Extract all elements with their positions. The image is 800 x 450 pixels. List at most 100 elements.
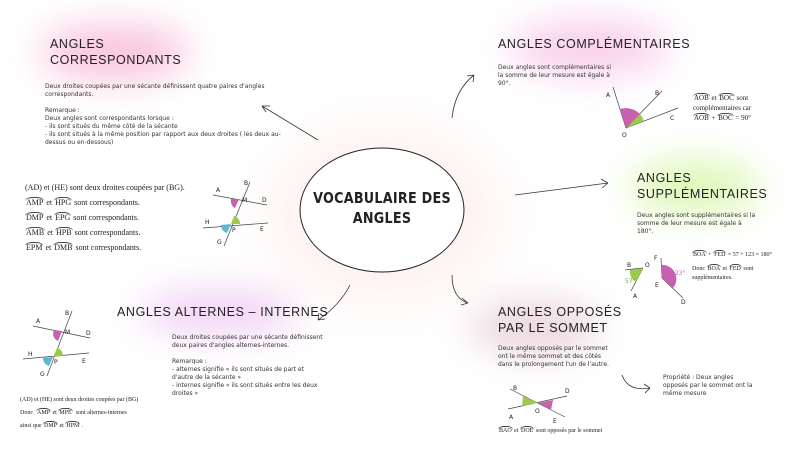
complementaires-title: ANGLES COMPLÉMENTAIRES xyxy=(498,37,691,51)
remark-intro: Deux angles sont correspondants lorsque … xyxy=(45,115,174,122)
opposes-caption: BAO et DOE sont opposés par le sommet xyxy=(498,426,602,436)
donc: Donc xyxy=(20,410,33,416)
label: A xyxy=(606,92,611,99)
angle: EPG xyxy=(54,212,72,222)
label: D xyxy=(565,388,570,395)
et: et xyxy=(52,410,57,416)
angle: BOC xyxy=(718,93,735,102)
remark-item: - internes signifie « ils sont situés en… xyxy=(172,382,318,397)
et: et xyxy=(722,266,728,272)
row: AOB et BOC sont xyxy=(693,93,751,103)
value-label: 57° xyxy=(625,278,636,285)
et: et xyxy=(59,423,64,429)
label: A xyxy=(633,293,638,300)
correspondants-title: ANGLES CORRESPONDANTS xyxy=(50,36,181,68)
label: P xyxy=(232,227,236,234)
plus: + xyxy=(711,114,716,122)
title-line: ANGLES OPPOSÉS xyxy=(498,305,622,319)
complementaires-definition: Deux angles sont complémentaires si la s… xyxy=(498,64,611,87)
opposes-definition: Deux angles opposés par le sommet ont le… xyxy=(498,345,609,368)
label: A xyxy=(36,318,41,325)
pair-row: DMP et EPG sont correspondants. xyxy=(25,210,185,225)
label: O xyxy=(645,262,650,269)
glow xyxy=(40,25,190,80)
label: A xyxy=(509,414,514,421)
remark-title: Remarque : xyxy=(172,358,207,365)
angle: HPB xyxy=(55,227,73,237)
sont: sont xyxy=(736,94,749,102)
angle: BOA xyxy=(692,250,707,258)
glow xyxy=(510,20,670,75)
label: D xyxy=(262,197,267,204)
correspondants-example: (AD) et (HE) sont deux droites coupées p… xyxy=(25,180,185,255)
remark-item: - ils sont situés à la même position par… xyxy=(45,131,281,146)
suffix: sont correspondants. xyxy=(74,228,141,237)
angle: DOE xyxy=(520,426,535,434)
opposes-title: ANGLES OPPOSÉS PAR LE SOMMET xyxy=(498,304,622,336)
example-intro: (AD) et (HE) sont deux droites coupées p… xyxy=(25,183,185,192)
center-title-line1: VOCABULAIRE DES xyxy=(313,189,451,207)
row: ainsi que DMP et HPM . xyxy=(20,420,138,433)
center-title-line2: ANGLES xyxy=(352,209,412,227)
alternes-text: Deux droites coupées par une sécante déf… xyxy=(172,334,324,398)
label: B xyxy=(627,262,631,269)
angle: AMB xyxy=(25,227,46,237)
et: et xyxy=(711,94,717,102)
et: et xyxy=(46,213,53,222)
definition: Deux droites coupées par une sécante déf… xyxy=(45,83,265,98)
supplementaires-example: BOA + FED = 57 + 123 = 180° Donc BOA et … xyxy=(692,250,772,283)
angle: AMP xyxy=(36,408,52,416)
label: H xyxy=(28,351,33,358)
opposes-property: Propriété : Deux angles opposés par le s… xyxy=(663,374,753,397)
glow xyxy=(470,300,600,355)
label: E xyxy=(82,358,86,365)
angle: DMP xyxy=(43,421,59,429)
angle: FED xyxy=(728,264,742,272)
angle: HPG xyxy=(54,197,73,207)
definition: Deux droites coupées par une sécante déf… xyxy=(172,334,323,349)
label: B xyxy=(65,310,69,317)
pair-row: AMP et HPG sont correspondants. xyxy=(25,195,185,210)
label: O xyxy=(622,132,627,139)
plus: + xyxy=(708,252,712,258)
value-label: 123° xyxy=(671,270,685,277)
label: A xyxy=(216,187,221,194)
car: complémentaires car xyxy=(693,104,752,112)
pair-row: EPM et DMB sont correspondants. xyxy=(25,240,185,255)
label: O xyxy=(535,408,540,415)
label: B xyxy=(513,385,517,392)
label: F xyxy=(654,255,658,262)
donc: Donc xyxy=(692,266,705,272)
conclusion: supplémentaires. xyxy=(692,275,733,281)
label: P xyxy=(54,359,58,366)
remark-item: - ils sont situés du même côté de la séc… xyxy=(45,123,178,130)
label: G xyxy=(217,239,222,246)
sum: = 57 + 123 = 180° xyxy=(727,252,772,258)
et: et xyxy=(47,228,54,237)
angle: DMP xyxy=(25,212,45,222)
label: B xyxy=(655,90,659,97)
label: H xyxy=(205,219,210,226)
center-ellipse xyxy=(299,147,465,273)
suffix: sont correspondants. xyxy=(74,198,140,207)
angle: DMB xyxy=(53,242,74,252)
angle: AMP xyxy=(25,197,45,207)
label: E xyxy=(553,418,557,424)
end: . xyxy=(81,423,84,429)
title-line: ANGLES xyxy=(637,171,692,185)
et: et xyxy=(514,428,519,434)
glow xyxy=(140,290,300,335)
row: BOA + FED = 57 + 123 = 180° xyxy=(692,250,772,260)
opposes-figure: B D O A E xyxy=(507,385,570,424)
remark-item: - alternes signifie « ils sont situés de… xyxy=(172,366,304,381)
label: E xyxy=(655,282,659,289)
angle: AOB xyxy=(693,93,710,102)
title-line: CORRESPONDANTS xyxy=(50,53,182,67)
suffix: sont correspondants. xyxy=(75,243,142,252)
angle: EPM xyxy=(25,242,44,252)
alternes-title: ANGLES ALTERNES – INTERNES xyxy=(117,305,329,319)
suffix: sont alternes-internes xyxy=(75,410,127,416)
angle: BAO xyxy=(498,426,513,434)
